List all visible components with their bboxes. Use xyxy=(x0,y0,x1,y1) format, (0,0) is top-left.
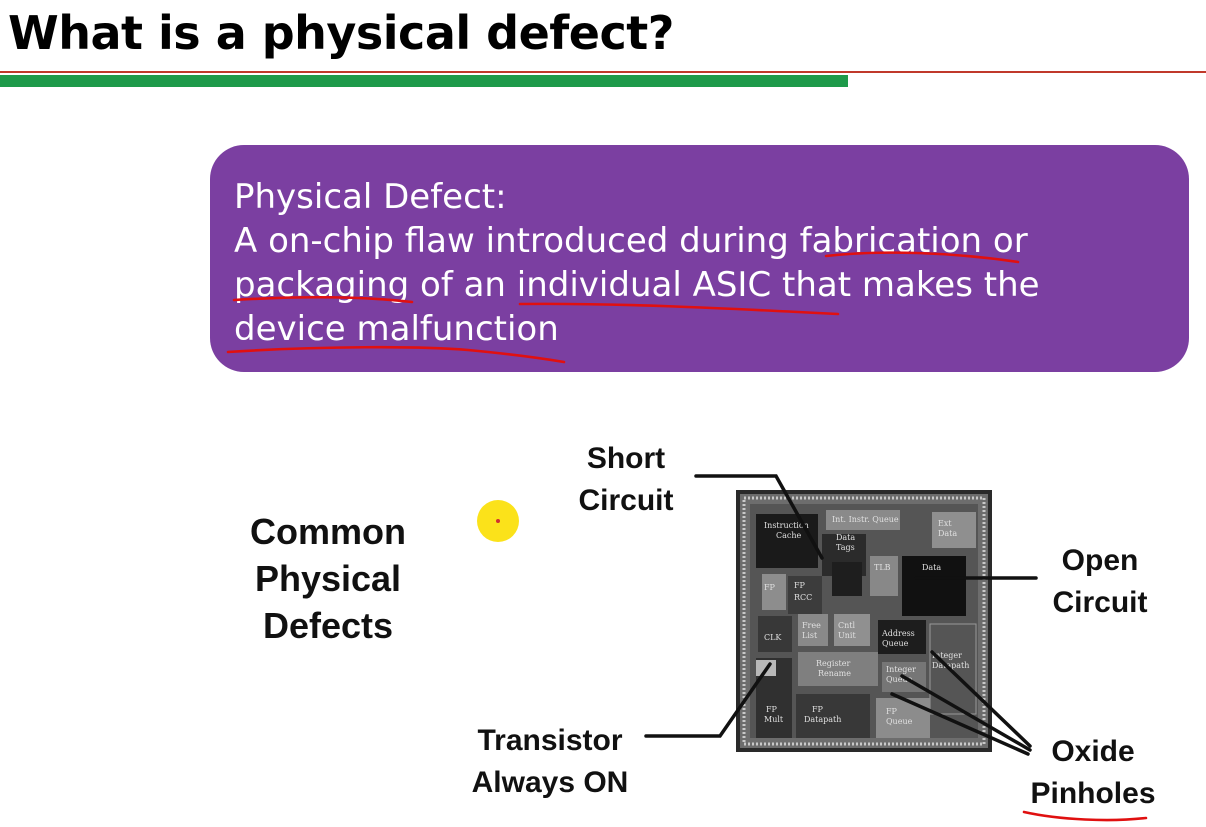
callout-line: Circuit xyxy=(1052,586,1148,619)
svg-text:Data: Data xyxy=(836,533,855,542)
callout-short-circuit: Short Circuit xyxy=(566,438,686,522)
svg-text:Integer: Integer xyxy=(886,665,916,674)
svg-text:RCC: RCC xyxy=(794,593,812,602)
svg-text:Datapath: Datapath xyxy=(804,715,841,724)
svg-text:Tags: Tags xyxy=(836,543,855,552)
svg-text:Address: Address xyxy=(881,629,915,638)
svg-text:Queue: Queue xyxy=(886,675,913,684)
title-rule-green xyxy=(0,75,848,87)
definition-line-1: A on-chip flaw introduced during fabrica… xyxy=(234,219,1165,263)
definition-line-2: packaging of an individual ASIC that mak… xyxy=(234,263,1165,307)
svg-text:FP: FP xyxy=(766,705,778,714)
callout-line: Oxide xyxy=(1051,735,1135,768)
definition-heading: Physical Defect: xyxy=(234,177,507,217)
side-label-line: Physical xyxy=(254,558,402,599)
svg-text:Rename: Rename xyxy=(818,669,851,678)
callout-transistor-always-on: Transistor Always ON xyxy=(458,720,642,804)
svg-text:Cntl: Cntl xyxy=(838,621,855,630)
svg-text:FP: FP xyxy=(764,583,776,592)
callout-line: Pinholes xyxy=(1030,777,1156,810)
callout-oxide-pinholes: Oxide Pinholes xyxy=(1022,731,1164,815)
definition-line-3: device malfunction xyxy=(234,307,1165,351)
underlined-term-individual-asic: individual ASIC xyxy=(516,265,772,305)
underlined-term-device-malfunction: device malfunction xyxy=(234,309,559,349)
svg-text:Ext: Ext xyxy=(938,519,952,528)
definition-text: or xyxy=(982,221,1028,261)
svg-text:FP: FP xyxy=(886,707,898,716)
svg-text:FP: FP xyxy=(794,581,806,590)
svg-text:Register: Register xyxy=(816,659,850,668)
side-label-line: Common xyxy=(250,511,406,552)
pointer-highlight xyxy=(477,500,519,542)
svg-text:Data: Data xyxy=(938,529,957,538)
callout-open-circuit: Open Circuit xyxy=(1040,540,1160,624)
svg-text:Unit: Unit xyxy=(838,631,856,640)
svg-text:TLB: TLB xyxy=(874,563,891,572)
underlined-term-fabrication: fabrication xyxy=(799,221,983,261)
definition-text: of an xyxy=(409,265,517,305)
svg-text:Mult: Mult xyxy=(764,715,784,724)
side-label-line: Defects xyxy=(262,605,394,646)
callout-line: Open xyxy=(1061,544,1139,577)
callout-line: Always ON xyxy=(471,766,629,799)
svg-text:Free: Free xyxy=(802,621,821,630)
definition-text: A on-chip flaw introduced during xyxy=(234,221,800,261)
svg-text:Queue: Queue xyxy=(882,639,909,648)
svg-text:Instruction: Instruction xyxy=(764,521,809,530)
definition-text: that makes the xyxy=(771,265,1040,305)
svg-text:Data: Data xyxy=(922,563,941,572)
svg-text:Int. Instr. Queue: Int. Instr. Queue xyxy=(832,515,899,524)
callout-line: Transistor xyxy=(477,724,623,757)
svg-text:Queue: Queue xyxy=(886,717,913,726)
svg-text:Cache: Cache xyxy=(776,531,802,540)
underlined-term-packaging: packaging xyxy=(234,265,410,305)
slide-title: What is a physical defect? xyxy=(8,6,674,60)
title-rule-red xyxy=(0,71,1206,73)
chip-die-image: Instruction Cache Int. Instr. Queue Ext … xyxy=(736,490,992,752)
common-physical-defects-label: Common Physical Defects xyxy=(238,508,418,649)
svg-text:CLK: CLK xyxy=(764,633,782,642)
svg-text:Datapath: Datapath xyxy=(932,661,969,670)
svg-text:Integer: Integer xyxy=(932,651,962,660)
chip-die-svg: Instruction Cache Int. Instr. Queue Ext … xyxy=(736,490,992,752)
svg-text:List: List xyxy=(802,631,818,640)
callout-line: Circuit xyxy=(578,484,674,517)
definition-box: Physical Defect: A on-chip flaw introduc… xyxy=(210,145,1189,372)
svg-text:FP: FP xyxy=(812,705,824,714)
callout-line: Short xyxy=(586,442,666,475)
